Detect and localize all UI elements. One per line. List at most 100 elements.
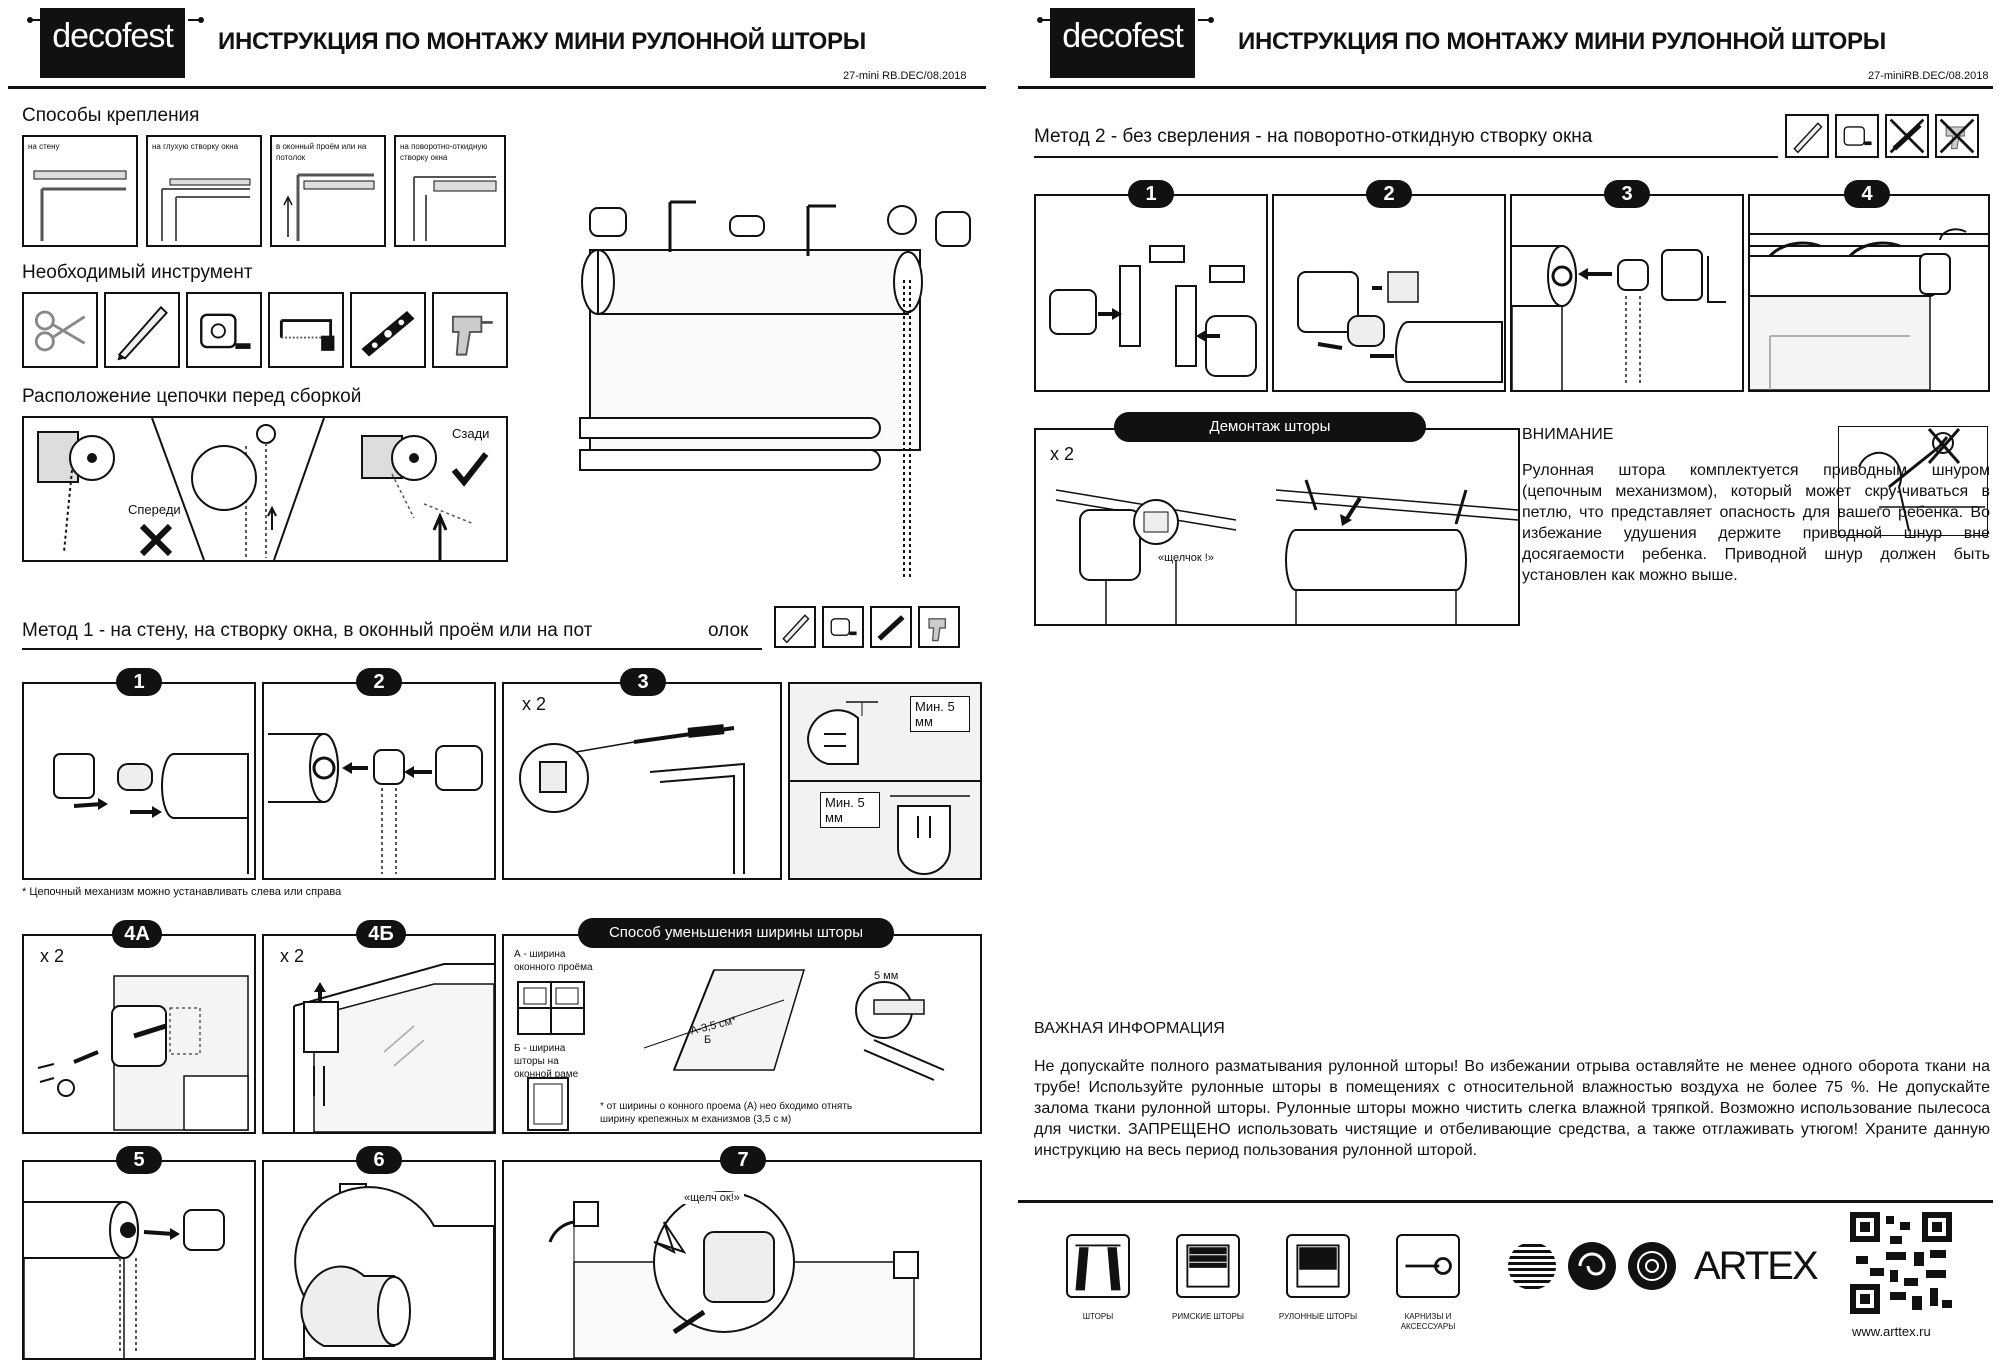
- brand-logo: decofest: [40, 8, 185, 78]
- roller-blinds-icon: [1296, 1244, 1340, 1288]
- mount-ceiling-illustration: [283, 173, 375, 241]
- brand-logo-text: decofest: [1062, 17, 1184, 55]
- mount-sash: на глухую створку окна: [146, 135, 262, 247]
- method2-title: Метод 2 - без сверления - на поворотно-о…: [1034, 126, 1593, 147]
- method2-step2-panel: [1272, 194, 1506, 392]
- pencil-icon: [774, 606, 816, 648]
- min-bottom-label: Мин. 5 мм: [820, 792, 880, 828]
- warning-text: Рулонная штора комплектуется приводным ш…: [1522, 462, 1990, 584]
- a-label: А - ширина оконного проёма: [514, 949, 593, 973]
- mount-tilt-sash: на поворотно-откидную створку окна: [394, 135, 506, 247]
- method2-step3-panel: [1510, 194, 1744, 392]
- m2-step2-illustration: [1297, 271, 1503, 383]
- hacksaw-icon: [268, 292, 344, 368]
- doc-code: 27-mini RB.DEC/08.2018: [843, 70, 967, 82]
- category-roller[interactable]: [1286, 1234, 1350, 1298]
- curtain-rod-icon: [1405, 1257, 1452, 1275]
- mount-sash-illustration: [161, 178, 251, 241]
- method2-step4-panel: [1748, 194, 1990, 392]
- mount-label: на стену: [28, 142, 60, 151]
- m2-step1-illustration: [1049, 245, 1257, 377]
- tape-measure-icon: [186, 292, 262, 368]
- step4a-illustration: [37, 975, 249, 1131]
- step4a-panel: x 2: [22, 934, 256, 1134]
- roman-blinds-icon: [1186, 1244, 1230, 1288]
- category-label: КАРНИЗЫ И АКСЕССУАРЫ: [1400, 1312, 1456, 1331]
- step-badge: 4Б: [356, 920, 406, 948]
- min-bottom-illustration: [890, 795, 970, 875]
- chain-title: Расположение цепочки перед сборкой: [22, 386, 362, 407]
- window-b-icon: [527, 1077, 569, 1131]
- x2-label: x 2: [522, 694, 547, 714]
- step-badge: 2: [356, 668, 402, 696]
- step4b-illustration: [293, 963, 495, 1133]
- step6-panel: [262, 1160, 496, 1360]
- no-level-icon: [1885, 114, 1929, 158]
- category-curtains[interactable]: [1066, 1234, 1130, 1298]
- pencil-icon: [104, 292, 180, 368]
- category-rods[interactable]: [1396, 1234, 1460, 1298]
- exploded-parts-illustration: [579, 200, 971, 580]
- left-page: decofest ИНСТРУКЦИЯ ПО МОНТАЖУ МИНИ РУЛО…: [0, 0, 990, 1367]
- step6-illustration: [294, 1183, 495, 1359]
- qr-code-icon[interactable]: [1850, 1212, 1952, 1314]
- logo-frame-icon: [1037, 17, 1214, 23]
- min-distance-panel: Мин. 5 мм Мин. 5 мм: [788, 682, 982, 880]
- mount-label: в оконный проём или на потолок: [276, 142, 367, 162]
- step-badge: 4А: [112, 920, 162, 948]
- step-badge: 1: [116, 668, 162, 696]
- level-icon: [870, 606, 912, 648]
- dim-b-label: Б: [704, 1034, 712, 1046]
- category-label: РУЛОННЫЕ ШТОРЫ: [1278, 1312, 1358, 1321]
- right-page: decofest ИНСТРУКЦИЯ ПО МОНТАЖУ МИНИ РУЛО…: [1010, 0, 2000, 1367]
- warning-title: ВНИМАНИЕ: [1522, 426, 1614, 443]
- x2-label: x 2: [40, 946, 65, 966]
- child-warning-illustration: [1838, 426, 1988, 536]
- important-text: Не допускайте полного разматывания рулон…: [1034, 1058, 1990, 1159]
- step5-illustration: [23, 1201, 225, 1358]
- header-rule: [8, 86, 986, 89]
- doc-code: 27-miniRB.DEC/08.2018: [1868, 70, 1989, 82]
- mount-ceiling: в оконный проём или на потолок: [270, 135, 386, 247]
- method1-step3-panel: x 2: [502, 682, 782, 880]
- flower-logo-icon: [1628, 1242, 1676, 1290]
- m2-step4-illustration: [1750, 228, 1988, 391]
- method1-rule: [22, 648, 762, 650]
- method2-step1-panel: [1034, 194, 1268, 392]
- width-reduction-title: Способ уменьшения ширины шторы: [578, 918, 894, 948]
- curtains-icon: [1075, 1244, 1121, 1291]
- doc-title: ИНСТРУКЦИЯ ПО МОНТАЖУ МИНИ РУЛОННОЙ ШТОР…: [1238, 28, 1886, 55]
- x2-label: x 2: [280, 946, 305, 966]
- category-roman[interactable]: [1176, 1234, 1240, 1298]
- step3-illustration: [519, 724, 745, 874]
- reduction-note: * от ширины о конного проема (А) нео бхо…: [600, 1101, 853, 1125]
- step7-panel: «щелч ок!»: [502, 1160, 982, 1360]
- b-label: Б - ширина шторы на оконной раме: [514, 1043, 579, 1080]
- width-reduction-panel: А - ширина оконного проёма Б - ширина шт…: [502, 934, 982, 1134]
- step5-panel: [22, 1160, 256, 1360]
- click-label: «щелч ок!»: [680, 1192, 744, 1204]
- step-badge: 2: [1366, 180, 1412, 208]
- artex-logo: ARTEX: [1694, 1244, 1819, 1288]
- step-badge: 5: [116, 1146, 162, 1174]
- chain-diagram: Спереди Сзади: [22, 416, 508, 562]
- brand-logo: decofest: [1050, 8, 1195, 78]
- tape-measure-icon: [822, 606, 864, 648]
- drill-icon: [918, 606, 960, 648]
- x2-label: x 2: [1050, 444, 1075, 464]
- child-chain-icon: [1858, 428, 1985, 532]
- category-label: ШТОРЫ: [1082, 1312, 1114, 1321]
- min-divider: [790, 780, 980, 782]
- tape-measure-icon: [1835, 114, 1879, 158]
- step-badge: 7: [720, 1146, 766, 1174]
- five-mm-label: 5 мм: [874, 970, 899, 982]
- website-link[interactable]: www.arttex.ru: [1852, 1324, 1931, 1339]
- pencil-icon: [1785, 114, 1829, 158]
- chain-diagram-art: [37, 417, 489, 561]
- no-drill-icon: [1935, 114, 1979, 158]
- category-label: РИМСКИЕ ШТОРЫ: [1172, 1312, 1244, 1321]
- step-badge: 3: [1604, 180, 1650, 208]
- step-badge: 3: [620, 668, 666, 696]
- scissors-icon: [22, 292, 98, 368]
- method1-step1-panel: [22, 682, 256, 880]
